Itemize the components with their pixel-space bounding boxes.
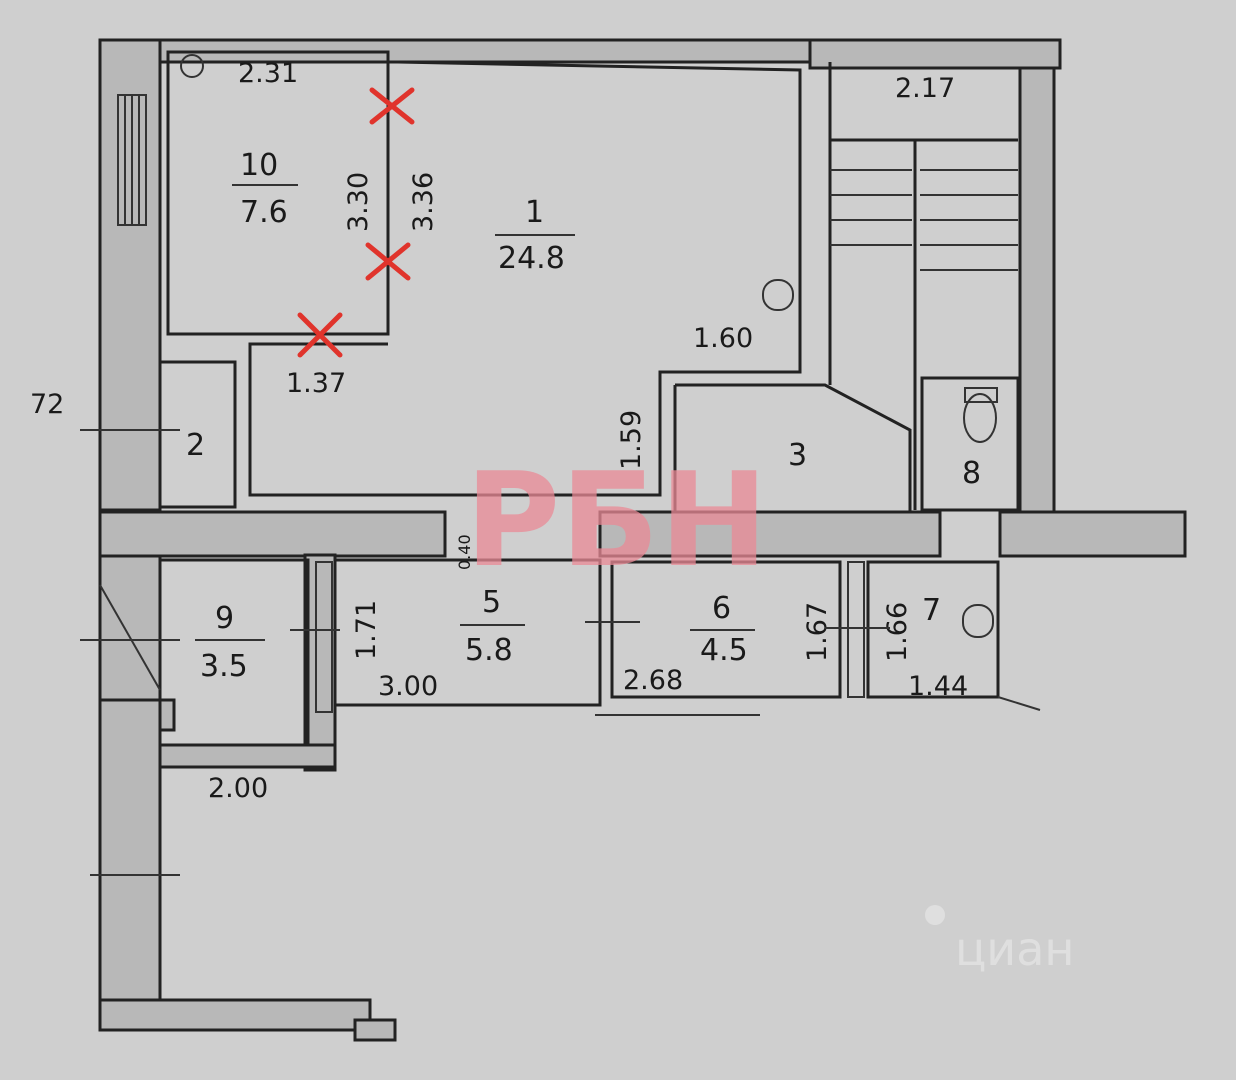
room-labels: 10 7.6 1 24.8 2 3 8 9 3.5 5 5.8 6 4.5 7 — [186, 148, 981, 684]
room-10-number: 10 — [240, 148, 278, 183]
rbn-watermark: РБН — [465, 444, 768, 596]
room-5-area: 5.8 — [465, 633, 513, 668]
room-2-outline — [158, 360, 237, 509]
staircase — [828, 62, 1018, 510]
room-10-outline — [166, 50, 390, 336]
room-10-area: 7.6 — [240, 195, 288, 230]
dim-217: 2.17 — [895, 73, 955, 104]
room-3-number: 3 — [788, 438, 807, 473]
room-9-area: 3.5 — [200, 649, 248, 684]
room-1-number: 1 — [525, 195, 544, 230]
cian-watermark: циан — [925, 905, 1074, 976]
toilet-tank-icon — [964, 387, 998, 403]
room-outlines — [99, 50, 1041, 747]
dim-166: 1.66 — [882, 602, 913, 662]
demolition-marks — [297, 87, 415, 358]
dim-040: 0.40 — [455, 534, 474, 570]
dim-171: 1.71 — [351, 600, 382, 660]
dim-300: 3.00 — [378, 671, 438, 702]
room-9-number: 9 — [215, 601, 234, 636]
dim-144: 1.44 — [908, 671, 968, 702]
dim-336: 3.36 — [408, 172, 439, 232]
room-6-outline — [610, 560, 842, 699]
dim-72: 72 — [30, 389, 64, 420]
gas-meter-icon — [180, 54, 204, 78]
walls — [98, 38, 1187, 1042]
room-9-diagonal — [99, 584, 161, 691]
dim-159: 1.59 — [616, 410, 647, 470]
room-6-area: 4.5 — [700, 633, 748, 668]
room-9-outline — [158, 558, 310, 747]
fixtures — [180, 54, 998, 638]
svg-text:циан: циан — [955, 922, 1074, 976]
dim-167: 1.67 — [802, 602, 833, 662]
room-1-outline — [248, 60, 802, 497]
windows — [117, 94, 865, 713]
dim-160: 1.60 — [693, 323, 753, 354]
room-8-outline — [920, 376, 1020, 512]
room-7-number: 7 — [922, 593, 941, 628]
room-1-area: 24.8 — [498, 241, 565, 276]
dim-200: 2.00 — [208, 773, 268, 804]
toilet-icon — [963, 393, 997, 443]
dim-268: 2.68 — [623, 665, 683, 696]
dimension-labels: 2.31 2.17 3.30 3.36 1.60 1.37 1.59 72 0.… — [30, 58, 968, 804]
dim-231: 2.31 — [238, 58, 298, 89]
room-5-number: 5 — [482, 585, 501, 620]
room-3-outline — [673, 383, 912, 514]
room-7-outline — [866, 560, 1000, 699]
radiator-icon — [762, 279, 794, 311]
room-5-outline — [333, 558, 602, 707]
dim-137: 1.37 — [286, 368, 346, 399]
room-8-number: 8 — [962, 456, 981, 491]
dim-330: 3.30 — [343, 172, 374, 232]
dimension-ticks — [80, 429, 890, 876]
room-6-number: 6 — [712, 591, 731, 626]
radiator-icon — [962, 604, 994, 638]
room-2-number: 2 — [186, 428, 205, 463]
